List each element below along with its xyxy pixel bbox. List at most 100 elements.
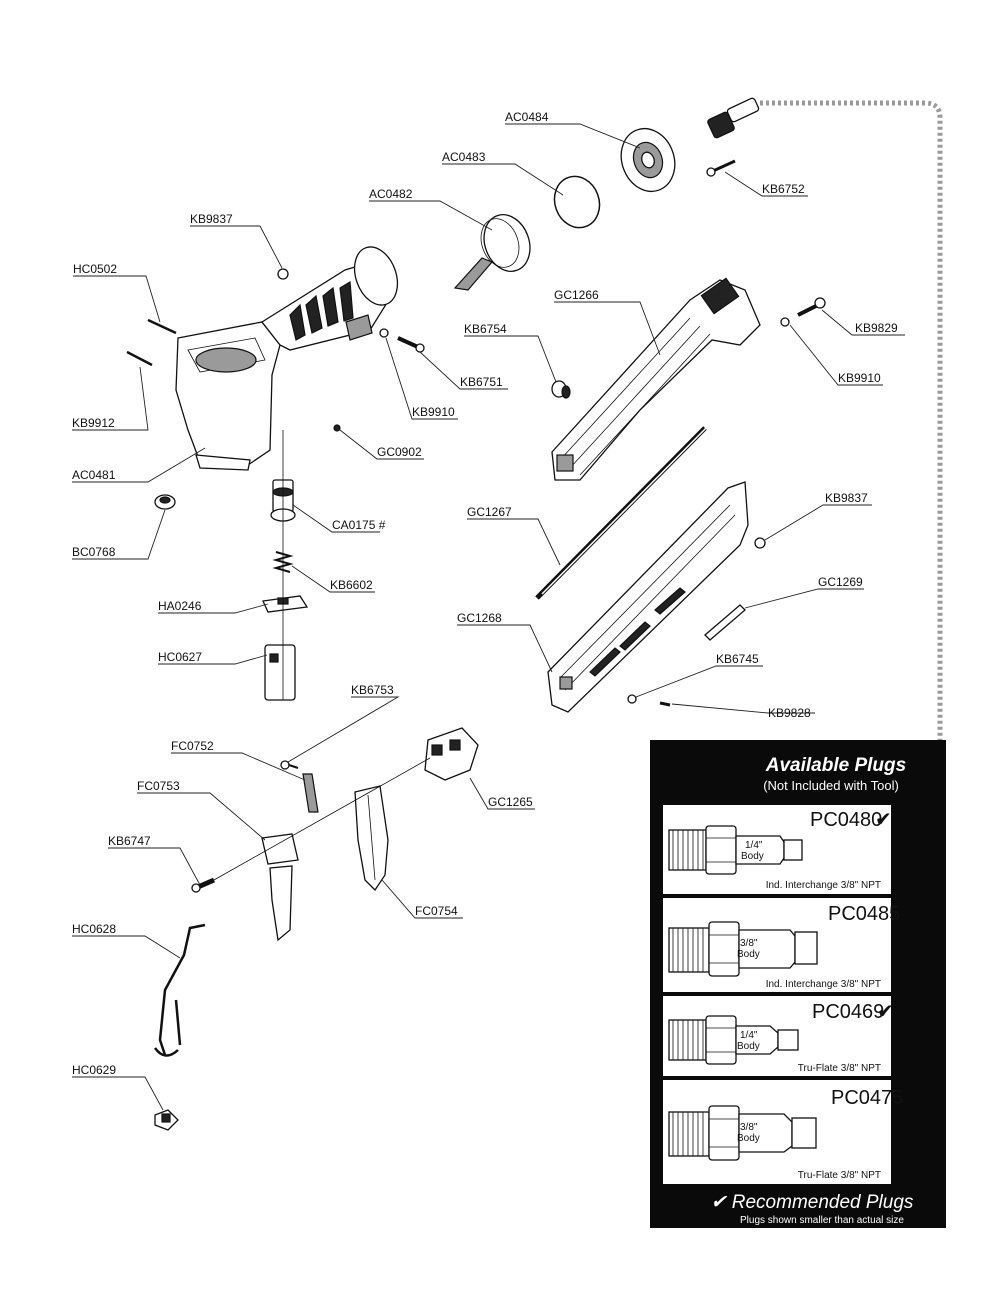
part-label: GC1266 — [554, 288, 599, 302]
part-drawing-gc1268 — [547, 481, 749, 713]
recommended-check-icon: ✔ — [875, 809, 892, 831]
plug-card-pc0469: PC0469 ✔ 1/4" Body Tru-Flate 3/8" NPT — [663, 996, 894, 1076]
plug-body-size: 1/4" — [745, 840, 763, 851]
part-drawing-hc0628 — [158, 923, 206, 1056]
part-drawing-hc0629 — [154, 1109, 179, 1131]
part-drawing-ac0483 — [553, 175, 601, 229]
part-label: KB9910 — [838, 371, 881, 385]
part-label: AC0484 — [505, 110, 549, 124]
plug-code: PC0480 — [810, 809, 882, 831]
plug-code: PC0485 — [828, 903, 900, 925]
plug-icon — [668, 825, 803, 875]
part-drawing-kb9912 — [126, 350, 153, 367]
part-drawing-kb9837-b — [754, 537, 766, 549]
part-drawing-kb9829 — [797, 297, 826, 317]
part-label: GC1269 — [818, 575, 863, 589]
part-drawing-kb6745 — [627, 694, 637, 704]
part-label: KB9910 — [412, 405, 455, 419]
part-drawing-bc0768 — [154, 494, 176, 510]
part-drawing-kb6753 — [280, 760, 299, 770]
plug-body-label: Body — [737, 949, 760, 960]
part-label: KB6752 — [762, 182, 805, 196]
part-drawing-housing — [175, 246, 399, 471]
part-label: KB6753 — [351, 683, 394, 697]
plug-card-pc0480: PC0480 ✔ 1/4" Body Ind. Interchange 3/8"… — [663, 805, 892, 894]
part-drawing-hc0627 — [264, 644, 296, 701]
available-plugs-panel: Available Plugs (Not Included with Tool)… — [650, 740, 946, 1228]
recommended-check-icon: ✔ — [877, 1001, 894, 1023]
part-drawing-kb9910-b — [780, 317, 790, 327]
part-drawing-fc0754 — [354, 785, 389, 892]
plug-body-size: 1/4" — [740, 1030, 758, 1041]
part-label: KB6745 — [716, 652, 759, 666]
plug-card-pc0475: PC0475 3/8" Body Tru-Flate 3/8" NPT — [663, 1080, 903, 1184]
plug-body-label: Body — [737, 1133, 760, 1144]
plug-icon — [668, 1105, 817, 1161]
part-drawing-fc0752 — [302, 773, 319, 813]
part-label: KB9828 — [768, 706, 811, 720]
trigger-pin-axis — [213, 757, 431, 881]
part-drawing-kb6751 — [397, 336, 425, 353]
part-drawing-kb9828 — [659, 701, 671, 707]
part-labels: AC0484 AC0483 AC0482 KB6752 KB9837 HC050… — [72, 110, 898, 1077]
plug-body-size: 3/8" — [740, 1122, 758, 1133]
part-label: KB6754 — [464, 322, 507, 336]
part-drawing-fc0753 — [261, 833, 299, 942]
part-drawing-ha0246 — [262, 595, 309, 613]
part-drawing-kb6752 — [706, 159, 736, 177]
plug-icon — [668, 1015, 799, 1065]
part-label: KB9829 — [855, 321, 898, 335]
part-drawing-gc1265 — [424, 727, 479, 781]
plug-description: Ind. Interchange 3/8" NPT — [766, 880, 881, 891]
part-label: HC0627 — [158, 650, 202, 664]
part-label: HA0246 — [158, 599, 202, 613]
part-label: HC0629 — [72, 1063, 116, 1077]
part-label: KB9837 — [190, 212, 233, 226]
part-label: FC0754 — [415, 904, 458, 918]
part-label: HC0628 — [72, 922, 116, 936]
plug-body-label: Body — [741, 851, 764, 862]
part-label: KB6747 — [108, 834, 151, 848]
part-label: FC0752 — [171, 739, 214, 753]
part-label: FC0753 — [137, 779, 180, 793]
plug-body-label: Body — [737, 1041, 760, 1052]
leader-lines — [72, 123, 905, 1111]
part-label: KB9912 — [72, 416, 115, 430]
plug-code: PC0469 — [812, 1001, 884, 1023]
part-label: AC0481 — [72, 468, 116, 482]
part-drawing-gc1266 — [551, 277, 761, 481]
part-drawing-kb6754 — [551, 380, 571, 399]
part-label: AC0483 — [442, 150, 486, 164]
plug-card-pc0485: PC0485 3/8" Body Ind. Interchange 3/8" N… — [663, 898, 900, 992]
part-label: GC1267 — [467, 505, 512, 519]
part-drawing-kb9910-a — [379, 328, 389, 338]
part-label: KB6751 — [460, 375, 503, 389]
part-label: KB9837 — [825, 491, 868, 505]
part-drawing-gc1269 — [704, 604, 746, 641]
part-label: AC0482 — [369, 187, 413, 201]
part-label: BC0768 — [72, 545, 116, 559]
plugs-panel-subtitle: (Not Included with Tool) — [763, 778, 899, 793]
recommended-plugs-note: ✔ Recommended Plugs — [711, 1192, 914, 1213]
part-label: HC0502 — [73, 262, 117, 276]
plugs-size-note: Plugs shown smaller than actual size — [740, 1215, 904, 1226]
plug-description: Ind. Interchange 3/8" NPT — [766, 979, 881, 990]
part-label: CA0175 # — [332, 518, 386, 532]
part-label: GC1268 — [457, 611, 502, 625]
part-drawing-hc0502 — [147, 318, 177, 335]
part-drawing-kb9837-a — [277, 268, 289, 280]
plug-description: Tru-Flate 3/8" NPT — [798, 1170, 881, 1181]
part-label: GC0902 — [377, 445, 422, 459]
part-drawing-ca0175 — [270, 479, 296, 522]
hc0628-loop — [153, 1047, 179, 1057]
part-drawing-ac0482 — [453, 214, 531, 291]
plug-icon — [668, 921, 818, 977]
plug-description: Tru-Flate 3/8" NPT — [798, 1063, 881, 1074]
part-drawing-kb6747 — [191, 877, 216, 893]
plug-body-size: 3/8" — [740, 938, 758, 949]
plugs-panel-title: Available Plugs — [765, 755, 906, 776]
part-drawing-gc0902 — [333, 424, 341, 432]
part-drawing-air-fitting — [707, 97, 760, 139]
